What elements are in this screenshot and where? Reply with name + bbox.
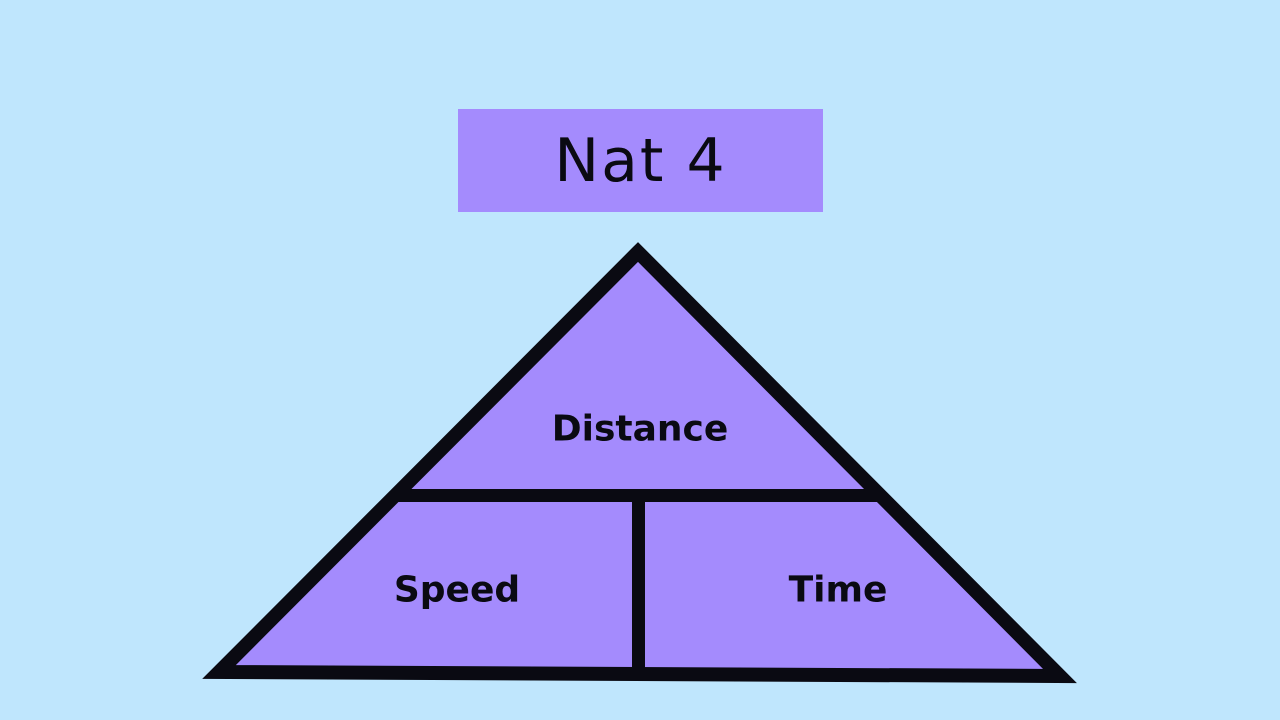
title-text: Nat 4: [554, 125, 727, 196]
triangle-outline: [202, 242, 1077, 684]
time-label: Time: [788, 569, 888, 611]
distance-label: Distance: [551, 408, 729, 450]
horizontal-divider: [397, 489, 877, 502]
title-box: Nat 4: [458, 109, 823, 212]
speed-label: Speed: [393, 569, 521, 611]
vertical-divider: [632, 496, 645, 671]
